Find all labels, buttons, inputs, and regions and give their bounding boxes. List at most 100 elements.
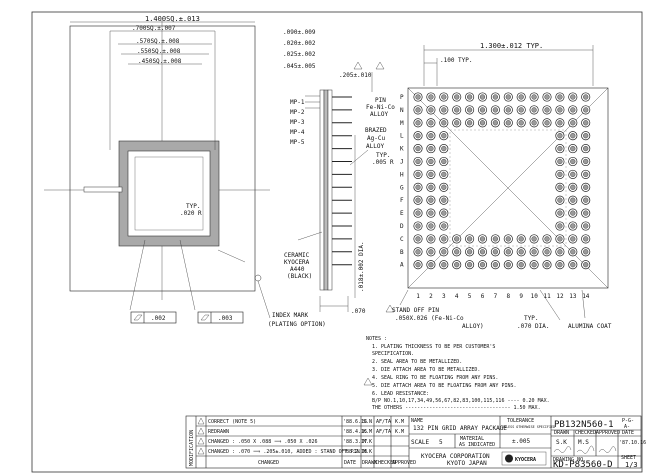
pin-pad — [439, 105, 449, 115]
flatness-left-value: .002 — [151, 315, 166, 322]
title-block — [185, 415, 642, 469]
side-dim-1: .090±.009 — [283, 29, 316, 36]
pin-pad — [413, 156, 423, 167]
row-label: C — [400, 236, 404, 243]
row-label: F — [400, 197, 404, 204]
change-date-4: '88.4.15 — [343, 429, 367, 435]
footer-approved: APPROVED — [392, 460, 416, 466]
pin-pad — [465, 92, 475, 102]
note-line-2: SPECIFICATION. — [372, 351, 414, 357]
note-line-3: 2. SEAL AREA TO BE METALLIZED. — [372, 359, 462, 365]
pin-pad — [516, 118, 526, 128]
scale-label: SCALE — [411, 439, 429, 446]
pin-pad — [555, 156, 565, 167]
sheet-border — [31, 11, 643, 473]
pin-pad — [555, 195, 565, 205]
pin-pad — [477, 234, 488, 244]
pin-pad — [555, 247, 565, 257]
svg-text:KYOCERA: KYOCERA — [515, 457, 536, 463]
pin-pad — [516, 92, 526, 102]
standoff-label-3: ALLOY) — [462, 323, 484, 330]
footer-date: DATE — [344, 460, 356, 466]
pin-pad — [426, 221, 436, 231]
typ-label: TYP. — [186, 203, 200, 210]
staff-header-approved: APPROVED — [596, 430, 620, 436]
sheet-label: SHEET — [621, 455, 636, 461]
note-line-1: 1. PLATING THICKNESS TO BE PER CUSTOMER'… — [372, 344, 495, 350]
col-label: 12 — [556, 293, 564, 300]
note-line-5: 4. SEAL RING TO BE FLOATING FROM ANY PIN… — [372, 375, 498, 381]
pin-pad — [413, 131, 423, 141]
pin-pad — [413, 105, 423, 115]
notes: NOTES : 1. PLATING THICKNESS TO BE PER C… — [363, 336, 550, 411]
mp-label-1: MP-1 — [290, 99, 305, 106]
pin-pad — [555, 260, 565, 270]
note-flag-standoff — [385, 304, 395, 313]
col-label: 9 — [519, 293, 523, 300]
name-label: NAME — [411, 418, 423, 424]
pin-pad — [465, 260, 475, 270]
alumina-label: ALUMINA COAT — [568, 323, 612, 330]
pin-pad — [426, 169, 436, 179]
pin-pad — [542, 105, 552, 115]
pin-pad — [555, 92, 565, 102]
ceramic-label-1: CERAMIC — [284, 252, 310, 259]
pin-pad — [581, 144, 591, 154]
pin-pad — [490, 118, 500, 128]
pin-pad — [477, 260, 488, 270]
brazed-label-3: ALLOY — [366, 143, 384, 150]
pin-pad — [581, 260, 591, 270]
staff-header-date: DATE — [622, 430, 634, 436]
pin-pad — [581, 105, 591, 115]
dim-die-inner: .450SQ.±.008 — [138, 58, 182, 65]
row-label: E — [400, 210, 404, 217]
pin-pad — [568, 260, 578, 270]
pin-pad — [413, 234, 423, 244]
pin-pad — [568, 182, 578, 192]
material-value: AS INDICATED — [459, 442, 495, 448]
col-label: 11 — [544, 293, 552, 300]
note-line-6: 5. DIE ATTACH AREA TO BE FLOATING FROM A… — [372, 383, 517, 389]
pin-label-2: Fe-Ni-Co — [366, 104, 395, 111]
pin-pad — [542, 247, 552, 257]
index-mark-label: INDEX MARK — [272, 312, 309, 319]
col-label: 8 — [507, 293, 511, 300]
ceramic-label-3: A440 — [290, 266, 305, 273]
row-label: P — [400, 94, 404, 101]
pin-pad — [413, 221, 423, 231]
pin-pad — [568, 247, 578, 257]
pin-pad — [529, 92, 539, 102]
row-label: L — [400, 133, 404, 140]
dia-label: .070 DIA. — [517, 323, 550, 330]
side-pins — [332, 96, 352, 266]
tolerance-sub: UNLESS OTHERWISE SPECIFIED — [502, 425, 555, 429]
pin-pad — [555, 131, 565, 141]
staff-date: '87.10.16 — [619, 440, 646, 446]
pin-pad — [503, 92, 513, 102]
pin-pad — [555, 182, 565, 192]
pin-pad — [581, 195, 591, 205]
pin-grid — [413, 92, 591, 270]
pin-pad — [529, 247, 539, 257]
pin-pad — [452, 92, 462, 102]
pin-dia-label: .018±.002 DIA. — [358, 241, 365, 292]
pin-pad — [542, 118, 552, 128]
change-date-5: '88.6.16 — [343, 419, 367, 425]
bottom-dim: .070 — [351, 308, 366, 315]
change-row-3: CHANGED : .050 X .088 ⟹ .050 X .026 '88.… — [197, 437, 372, 445]
change-approved-5: K.M — [395, 419, 404, 425]
pin-pad — [581, 169, 591, 179]
side-dim-3: .025±.002 — [283, 51, 316, 58]
pin-pad — [439, 247, 449, 257]
pin-pad — [426, 144, 436, 154]
mp-label-5: MP-5 — [290, 139, 305, 146]
pin-pad — [426, 260, 436, 270]
pin-pad — [477, 105, 488, 115]
col-label: 3 — [442, 293, 446, 300]
pin-pad — [413, 169, 423, 179]
pin-pad — [413, 195, 423, 205]
index-mark-dot — [254, 274, 262, 282]
changed-label: CHANGED — [258, 460, 279, 466]
